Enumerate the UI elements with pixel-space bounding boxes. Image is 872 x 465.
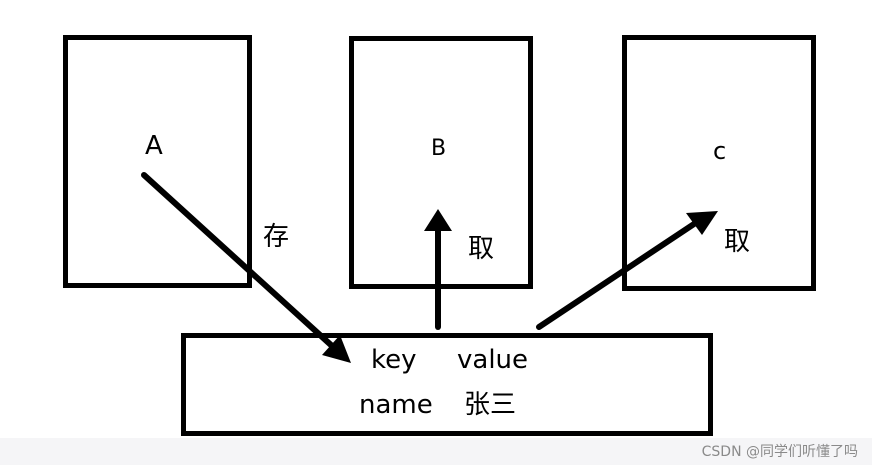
box-a <box>63 35 252 288</box>
csdn-watermark: CSDN @同学们听懂了吗 <box>701 444 858 460</box>
edge-label-fetch-c: 取 <box>724 227 751 257</box>
box-c-label: c <box>713 137 727 165</box>
storage-box <box>181 333 713 436</box>
box-b <box>349 36 533 289</box>
footer-strip <box>0 438 872 465</box>
box-a-label: A <box>145 131 163 161</box>
storage-header-value: value <box>457 345 529 375</box>
box-b-label: B <box>431 136 447 161</box>
storage-row-value: 张三 <box>464 390 517 420</box>
edge-label-store: 存 <box>263 222 290 252</box>
storage-row-key: name <box>359 390 433 420</box>
storage-header-key: key <box>371 345 417 375</box>
edge-label-fetch-b: 取 <box>468 234 495 264</box>
